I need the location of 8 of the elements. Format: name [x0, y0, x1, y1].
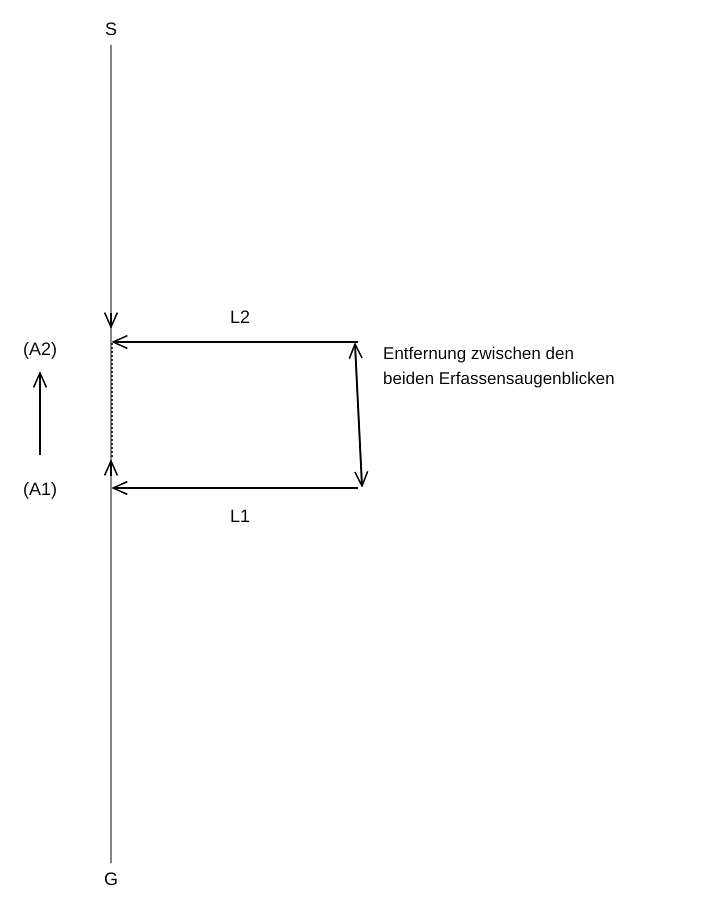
distance-note: Entfernung zwischen den beiden Erfassensaugenblicken [383, 343, 615, 390]
endpoint-label: G [104, 869, 118, 891]
track-line [110, 44, 112, 864]
position-label: (A1) [23, 479, 57, 501]
position-label: (A2) [23, 339, 57, 361]
dimension-label: L1 [230, 506, 250, 528]
endpoint-label: S [105, 19, 117, 41]
dimension-label: L2 [230, 307, 250, 329]
